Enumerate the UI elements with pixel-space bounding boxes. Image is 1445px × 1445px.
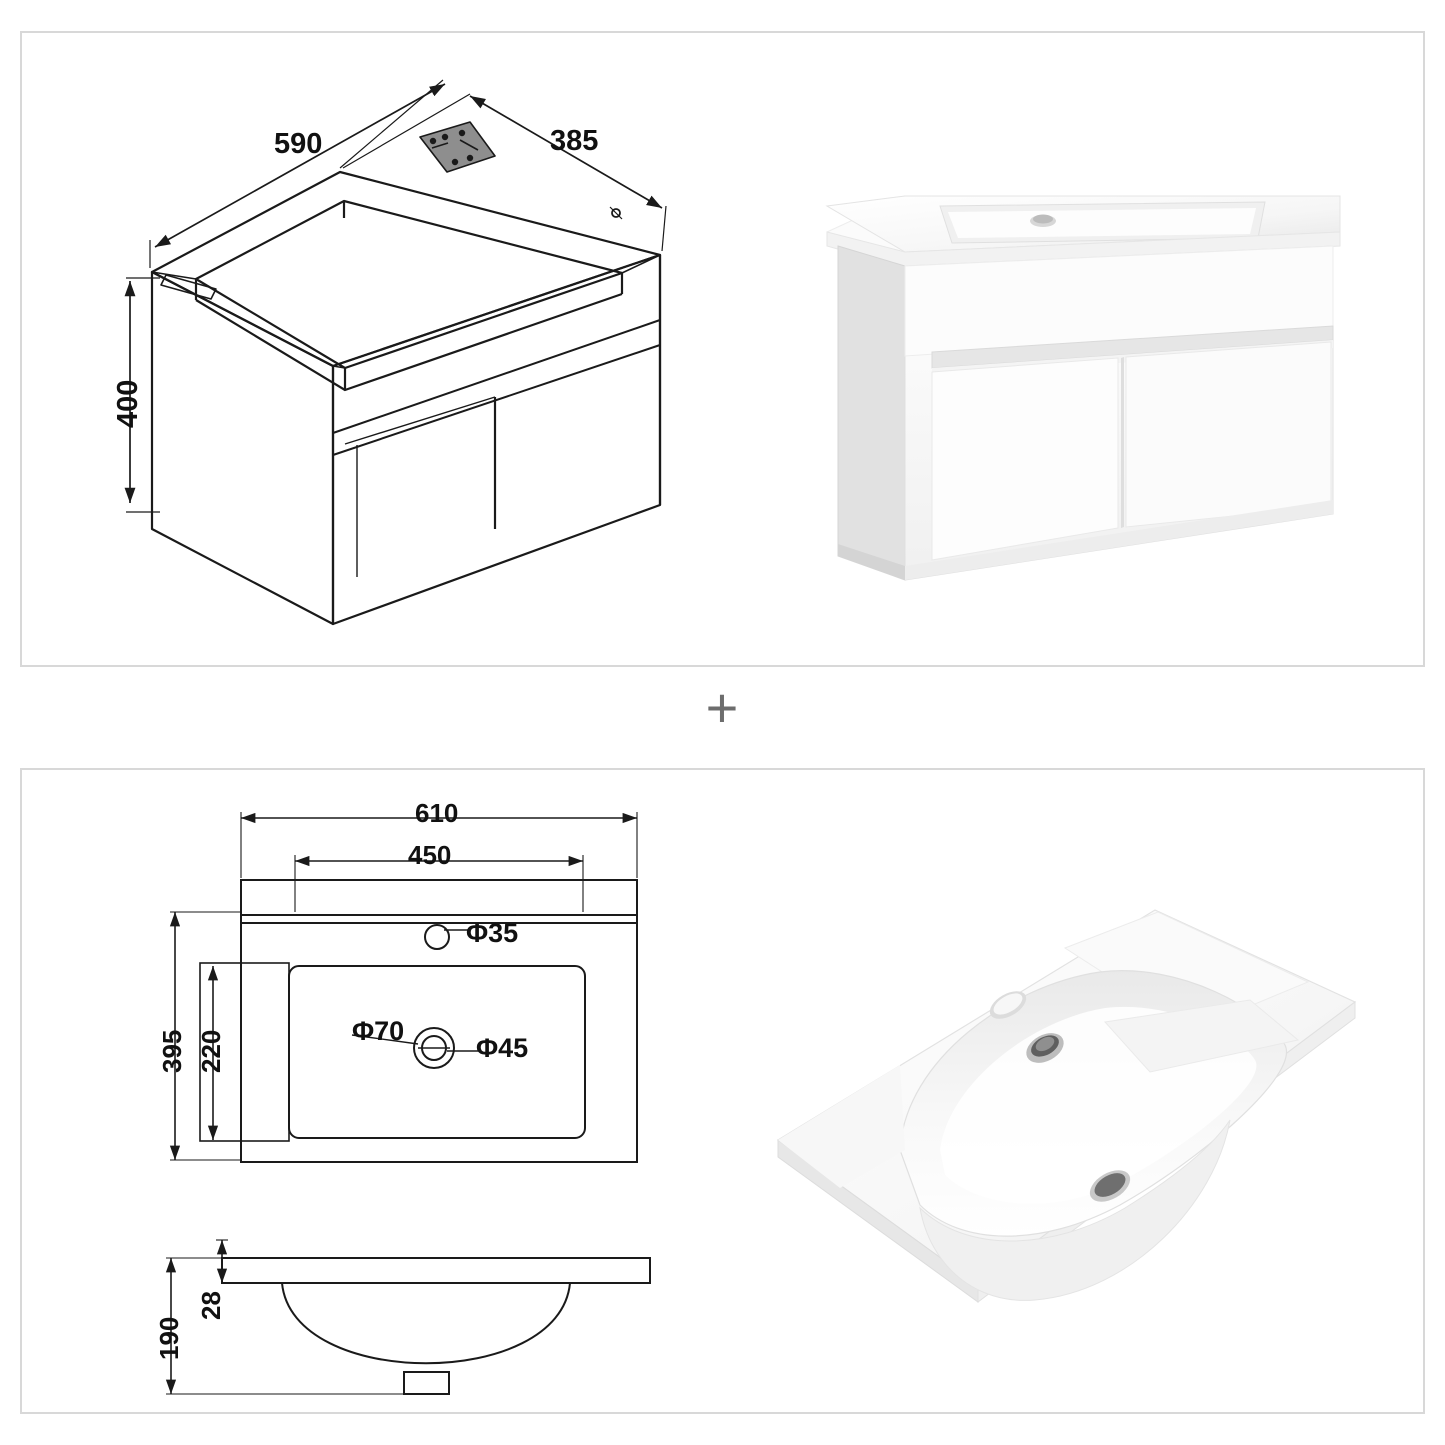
dimension-label-400: 400 [112, 379, 144, 428]
dimension-label-diameter-35: Φ35 [466, 918, 519, 948]
dimension-label-190: 190 [154, 1316, 184, 1360]
dimension-label-220: 220 [196, 1029, 226, 1073]
panel-ceramic-basin [20, 768, 1425, 1414]
dimension-label-28: 28 [196, 1291, 226, 1320]
dimension-label-385: 385 [550, 125, 599, 157]
dimension-label-450: 450 [408, 840, 452, 870]
dimension-label-395: 395 [157, 1029, 187, 1073]
panel-vanity-cabinet [20, 31, 1425, 667]
plus-separator-icon: + [705, 676, 739, 739]
dimension-label-diameter-45: Φ45 [476, 1033, 529, 1063]
dimension-label-590: 590 [274, 128, 323, 160]
dimension-label-diameter-70: Φ70 [352, 1016, 405, 1046]
dimension-label-610: 610 [415, 798, 459, 828]
